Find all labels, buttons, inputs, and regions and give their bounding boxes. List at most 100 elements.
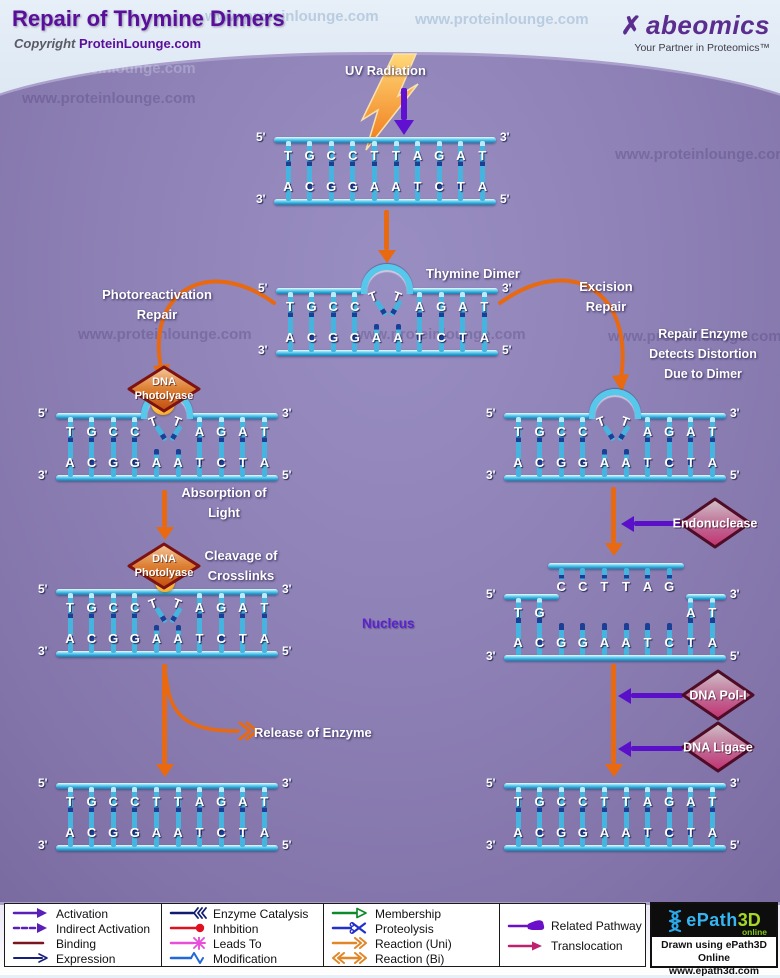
page-title: Repair of Thymine Dimers [12,6,285,31]
dna-rung [415,141,421,201]
dna-rung [89,787,95,847]
dna-base: C [556,424,566,439]
dna-base: A [642,424,653,439]
dna-photolyase-diamond: DNA DNA Photolyase Photolyase [127,542,201,590]
dna-end-label: 3' [282,776,292,790]
label-line: Cleavage of [204,548,278,563]
dna-rung [350,141,356,201]
dna-end-label: 5' [258,281,268,295]
arrow-initial-to-dimer [384,210,389,250]
dna-base: A [173,631,183,646]
dna-rung [197,417,203,477]
label-line: Detects Distortion [649,347,757,361]
dna-base: G [326,179,337,194]
dna-end-label: 5' [486,776,496,790]
legend-item-reaction-bi: Reaction (Bi) [331,952,499,966]
label-line: Repair [585,299,627,314]
dna-base: A [194,794,205,809]
dna-base: G [108,825,119,840]
dna-base: T [370,148,379,163]
dna-base: A [456,148,466,163]
dna-rung [623,787,629,847]
dna-base: C [304,179,315,194]
dna-base: A [151,825,162,840]
activation-icon [12,908,47,918]
epath-name: ePath [686,910,738,930]
dna-rung [240,417,246,477]
dna-rung [580,787,586,847]
dna-rung [601,568,607,580]
dna-base: T [686,635,695,650]
absorption-of-light-label: Absorption of Light [179,483,269,523]
dna-base: T [392,148,400,163]
legend-label: Enzyme Catalysis [213,906,309,921]
dna-base: A [642,579,653,594]
dna-rung-tilted [602,424,616,442]
dna-base: A [414,299,425,314]
dna-base: T [174,794,182,809]
dna-rung [436,141,442,201]
dna-rung [373,324,379,352]
legend-label: Binding [56,936,97,951]
dna-base: T [195,455,204,470]
legend-item-expression: Expression [12,952,161,966]
dna-rung [623,449,629,477]
dna-base: T [622,794,630,809]
dna-rung [330,292,336,352]
dna-photolyase-diamond: DNA DNA Photolyase Photolyase [127,365,201,413]
dna-rung [623,623,629,657]
dna-rail [548,563,684,569]
dna-base: G [304,148,315,163]
dna-base: G [129,455,140,470]
dna-rung [458,141,464,201]
legend-item-reaction-uni: Reaction (Uni) [331,937,499,951]
dna-rail [504,845,726,851]
dna-rung [307,141,313,201]
dna-rung [261,593,267,653]
dna-base: T [260,600,269,615]
legend-label: Indirect Activation [56,921,151,936]
dna-base: T [708,424,717,439]
related-pathway-icon [507,919,545,930]
uv-radiation-label: UV Radiation [345,63,426,78]
abeomics-name: abeomics [646,10,770,40]
dna-base: C [216,455,226,470]
dna-rung [132,417,138,477]
legend-item-indirect-activation: Indirect Activation [12,922,161,936]
dna-rung [89,593,95,653]
dna-base: A [477,179,488,194]
dna-base: A [707,635,718,650]
dna-base: G [129,825,140,840]
dna-rung [709,417,715,477]
legend-label: Translocation [551,939,623,953]
arrow-right-to-repaired [611,664,616,764]
dna-end-label: 3' [38,838,48,852]
dna-base: T [66,600,74,615]
legend-label: Membership [375,906,442,921]
dna-ligase-arrow [631,746,683,751]
dna-rail [56,413,144,419]
dna-base: A [686,424,696,439]
legend-label: Expression [56,951,116,966]
dna-pol-arrow [631,693,683,698]
reaction-uni-icon [331,937,367,949]
dna-rail [190,413,278,419]
dna-base: C [216,631,226,646]
dna-base: T [415,330,424,345]
dna-rail [276,288,364,294]
binding-icon [12,941,45,945]
dna-rung [110,417,116,477]
dna-rail [276,350,498,356]
dna-rung [580,568,586,580]
dna-end-label: 3' [486,838,496,852]
dna-base: A [513,635,523,650]
dna-base: G [216,600,227,615]
dna-end-label: 3' [38,644,48,658]
dna-base: T [686,455,695,470]
dna-rail [504,475,726,481]
